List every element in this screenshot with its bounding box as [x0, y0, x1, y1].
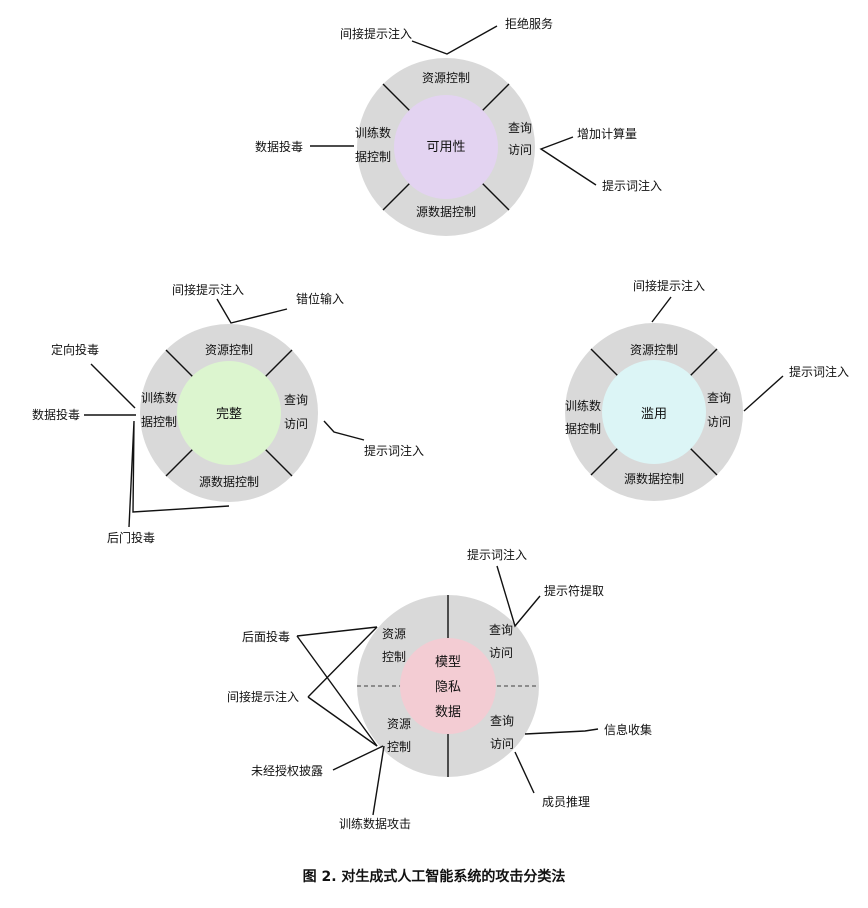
- privacy-segment-tr-1: 查询: [489, 623, 513, 637]
- privacy-segment-bl-2: 控制: [387, 740, 411, 754]
- integrity-divider: [263, 447, 293, 477]
- misuse-segment-right-1: 查询: [707, 391, 731, 405]
- privacy-wheel: 模型 隐私 数据 资源 控制 查询 访问 资源 控制 查询 访问: [357, 595, 539, 777]
- privacy-attack-prompt-extraction: 提示符提取: [544, 583, 604, 598]
- misuse-segment-left-1: 训练数: [565, 398, 601, 413]
- connector-line: [307, 696, 378, 747]
- availability-segment-right-2: 访问: [508, 143, 532, 157]
- connector-line: [372, 745, 385, 816]
- availability-attack-data-poisoning: 数据投毒: [255, 139, 303, 154]
- availability-attack-indirect-prompt-injection: 间接提示注入: [340, 26, 412, 41]
- misuse-divider: [688, 348, 718, 378]
- integrity-segment-bottom: 源数据控制: [199, 474, 259, 489]
- connector-line: [524, 728, 599, 735]
- availability-divider: [382, 83, 412, 113]
- privacy-center-label-1: 模型: [435, 655, 461, 670]
- integrity-attack-backdoor-poisoning: 后门投毒: [107, 530, 155, 545]
- integrity-attack-targeted-poisoning: 定向投毒: [51, 342, 99, 357]
- availability-segment-bottom: 源数据控制: [416, 204, 476, 219]
- misuse-wheel: 滥用 资源控制 查询 访问 源数据控制 训练数 据控制: [565, 323, 743, 501]
- integrity-center-label: 完整: [216, 407, 242, 422]
- misuse-divider: [590, 446, 620, 476]
- connector-line: [323, 420, 365, 441]
- connector-line: [743, 375, 784, 412]
- privacy-attack-membership-inference: 成员推理: [542, 795, 590, 809]
- misuse-center-circle: [602, 360, 706, 464]
- availability-segment-left-2: 据控制: [355, 150, 391, 164]
- privacy-attack-prompt-injection: 提示词注入: [467, 547, 527, 562]
- privacy-attack-unauthorized-disclosure: 未经授权披露: [251, 763, 323, 778]
- integrity-attack-indirect-prompt-injection: 间接提示注入: [172, 282, 244, 297]
- connector-line: [539, 136, 597, 186]
- connector-line: [411, 25, 498, 55]
- integrity-segment-left-1: 训练数: [141, 390, 177, 405]
- availability-segment-top: 资源控制: [422, 71, 470, 85]
- availability-divider: [480, 181, 510, 211]
- availability-divider: [382, 181, 412, 211]
- privacy-attack-information-gathering: 信息收集: [604, 722, 652, 737]
- misuse-segment-left-2: 据控制: [565, 422, 601, 436]
- connector-line: [216, 298, 288, 324]
- privacy-segment-br-1: 查询: [490, 714, 514, 728]
- figure-caption: 图 2. 对生成式人工智能系统的攻击分类法: [303, 868, 566, 885]
- connector-line: [296, 626, 378, 637]
- misuse-segment-top: 资源控制: [630, 343, 678, 357]
- privacy-attack-backdoor-poisoning: 后面投毒: [242, 629, 290, 644]
- availability-segment-left-1: 训练数: [355, 125, 391, 140]
- connector-line: [514, 751, 535, 794]
- misuse-divider: [590, 348, 620, 378]
- integrity-segment-top: 资源控制: [205, 343, 253, 357]
- integrity-divider: [263, 349, 293, 379]
- connector-line: [651, 296, 672, 323]
- availability-attack-denial-of-service: 拒绝服务: [505, 16, 553, 31]
- integrity-attacks: 间接提示注入 错位输入 定向投毒 数据投毒 提示词注入 后门投毒: [32, 282, 424, 545]
- connector-line: [496, 565, 541, 628]
- integrity-segment-right-1: 查询: [284, 393, 308, 407]
- privacy-segment-tl-2: 控制: [382, 650, 406, 664]
- availability-center-circle: [394, 95, 498, 199]
- integrity-center-circle: [177, 361, 281, 465]
- integrity-attack-data-poisoning: 数据投毒: [32, 407, 80, 422]
- privacy-segment-tl-1: 资源: [382, 627, 406, 641]
- misuse-divider: [688, 446, 718, 476]
- misuse-segment-bottom: 源数据控制: [624, 471, 684, 486]
- privacy-attack-training-data-attack: 训练数据攻击: [339, 816, 411, 831]
- privacy-segment-bl-1: 资源: [387, 717, 411, 731]
- privacy-center-label-3: 数据: [435, 705, 461, 720]
- availability-center-label: 可用性: [426, 140, 465, 155]
- connector-line: [307, 626, 378, 698]
- misuse-segment-right-2: 访问: [707, 415, 731, 429]
- availability-segment-right-1: 查询: [508, 121, 532, 135]
- privacy-segment-tr-2: 访问: [489, 646, 513, 660]
- integrity-segment-right-2: 访问: [284, 417, 308, 431]
- privacy-attacks: 提示词注入 提示符提取 后面投毒 间接提示注入 信息收集 未经授权披露 成员推理…: [227, 547, 652, 831]
- connector-line: [296, 635, 378, 747]
- availability-divider: [480, 83, 510, 113]
- integrity-divider: [165, 447, 195, 477]
- privacy-center-circle: [400, 638, 496, 734]
- availability-attacks: 间接提示注入 拒绝服务 数据投毒 增加计算量 提示词注入: [255, 16, 662, 193]
- integrity-wheel: 完整 资源控制 查询 访问 源数据控制 训练数 据控制: [140, 324, 318, 502]
- privacy-center-label-2: 隐私: [435, 680, 461, 695]
- availability-attack-increased-computation: 增加计算量: [577, 126, 637, 141]
- misuse-center-label: 滥用: [641, 407, 667, 422]
- connector-line: [90, 363, 136, 409]
- misuse-attack-prompt-injection: 提示词注入: [789, 364, 849, 379]
- privacy-attack-indirect-prompt-injection: 间接提示注入: [227, 689, 299, 704]
- privacy-segment-br-2: 访问: [490, 737, 514, 751]
- integrity-segment-left-2: 据控制: [141, 415, 177, 429]
- availability-attack-prompt-injection: 提示词注入: [602, 178, 662, 193]
- integrity-divider: [165, 349, 195, 379]
- integrity-attack-misaligned-output: 错位输入: [296, 291, 344, 306]
- misuse-attack-indirect-prompt-injection: 间接提示注入: [633, 278, 705, 293]
- connector-line: [128, 420, 230, 528]
- misuse-attacks: 间接提示注入 提示词注入: [633, 278, 849, 412]
- connector-line: [332, 745, 384, 771]
- availability-wheel: 可用性 资源控制 查询 访问 源数据控制 训练数 据控制: [355, 58, 535, 236]
- integrity-attack-prompt-injection: 提示词注入: [364, 443, 424, 458]
